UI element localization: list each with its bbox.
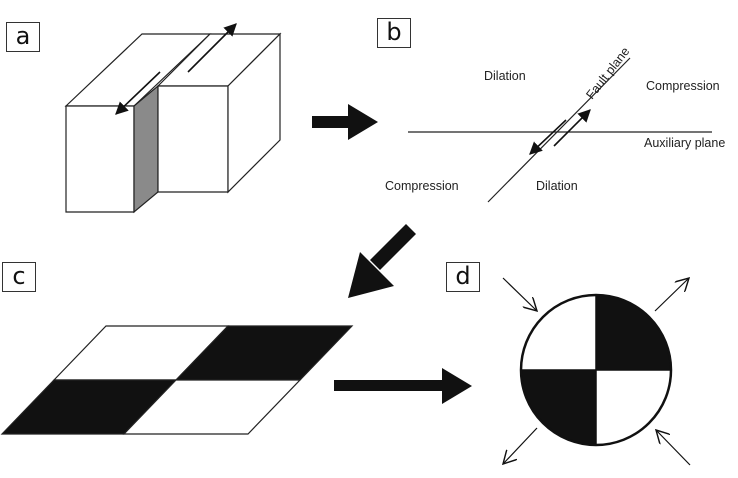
label-compression-right: Compression (646, 79, 720, 93)
planes-sketch: Dilation Fault plane Compression Auxilia… (385, 44, 725, 203)
label-dilation-upper: Dilation (484, 69, 526, 83)
outward-arrow-ne (654, 278, 689, 312)
label-fault-plane: Fault plane (583, 44, 632, 101)
beach-ball-sw-quadrant (521, 370, 596, 445)
beach-ball-ne-quadrant (596, 295, 671, 370)
stress-arrows (502, 277, 691, 466)
quadrant-bottom-right (122, 379, 302, 435)
projected-quadrants (0, 325, 354, 435)
label-compression-left: Compression (385, 179, 459, 193)
slip-arrow-left (115, 71, 161, 115)
right-block-side (227, 32, 281, 194)
fault-face (133, 84, 159, 214)
panel-tag-a: a (6, 22, 40, 52)
panel-tag-c: c (2, 262, 36, 292)
inward-arrow-se (656, 430, 691, 466)
outward-arrow-sw (503, 427, 538, 464)
right-block-front (157, 85, 229, 193)
inward-arrow-nw (502, 277, 537, 311)
fault-blocks (64, 32, 282, 214)
label-auxiliary-plane: Auxiliary plane (644, 136, 725, 150)
arrow-right-icon (334, 368, 472, 404)
arrow-right-icon (312, 104, 378, 140)
fault-plane-line (487, 57, 631, 203)
panel-tag-b: b (377, 18, 411, 48)
beach-ball (519, 293, 673, 447)
double-arrow-icon (529, 109, 591, 155)
label-dilation-lower: Dilation (536, 179, 578, 193)
slip-arrow-right (187, 23, 237, 73)
panel-tag-d: d (446, 262, 480, 292)
left-block-front (65, 105, 135, 213)
arrow-down-left-icon (348, 224, 416, 298)
